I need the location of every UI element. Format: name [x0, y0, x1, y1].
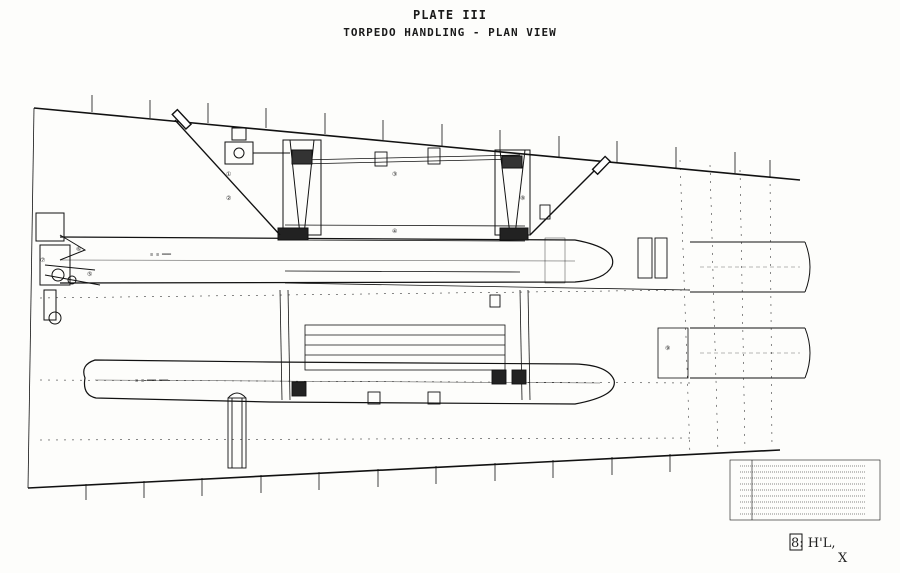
left-end-gear	[35, 212, 101, 325]
torpedo-lower: ≡ ≡ ═══ ═══	[83, 359, 615, 405]
davit-left	[277, 139, 322, 241]
winch-motor	[224, 127, 290, 165]
callouts: ① ② ③ ④ ⑤ ⑥ ⑦ ⑧ ⑨	[40, 171, 670, 352]
lower-pillar	[227, 392, 247, 469]
clamp-fittings	[291, 147, 668, 405]
diagonal-stays	[171, 108, 612, 236]
callout-1: ①	[226, 171, 231, 178]
stamp-mark: X	[838, 551, 848, 566]
callout-6: ⑥	[76, 246, 81, 253]
torpedo-tube-lower	[657, 327, 811, 379]
callout-7: ⑦	[40, 257, 45, 264]
callout-2: ②	[226, 195, 231, 202]
document-stamp: 8: H'L, X	[789, 533, 848, 566]
frame-lines-interior	[39, 159, 773, 456]
callout-8: ⑧	[520, 195, 525, 202]
callout-9: ⑨	[665, 345, 670, 352]
torpedo-upper: ≡ ≡ ═══	[59, 236, 614, 284]
stamp-text: 8: H'L,	[791, 536, 835, 551]
callout-5: ⑤	[87, 271, 92, 278]
legend-table	[729, 459, 881, 521]
callout-4: ④	[392, 228, 397, 235]
plate-subtitle: TORPEDO HANDLING - PLAN VIEW	[343, 26, 557, 39]
callout-3: ③	[392, 171, 397, 178]
hull-outline	[27, 107, 801, 489]
plate-title: PLATE III	[412, 8, 488, 22]
lower-trolley	[279, 289, 531, 401]
upper-trolley-rails	[284, 154, 691, 291]
torpedo-tube-upper	[690, 241, 811, 293]
torpedo-upper-label: ≡ ≡ ═══	[150, 252, 172, 258]
torpedo-lower-label: ≡ ≡ ═══ ═══	[135, 378, 169, 384]
frame-ticks-bottom	[85, 454, 671, 500]
davit-right	[494, 149, 531, 241]
frame-ticks-top	[91, 95, 771, 177]
